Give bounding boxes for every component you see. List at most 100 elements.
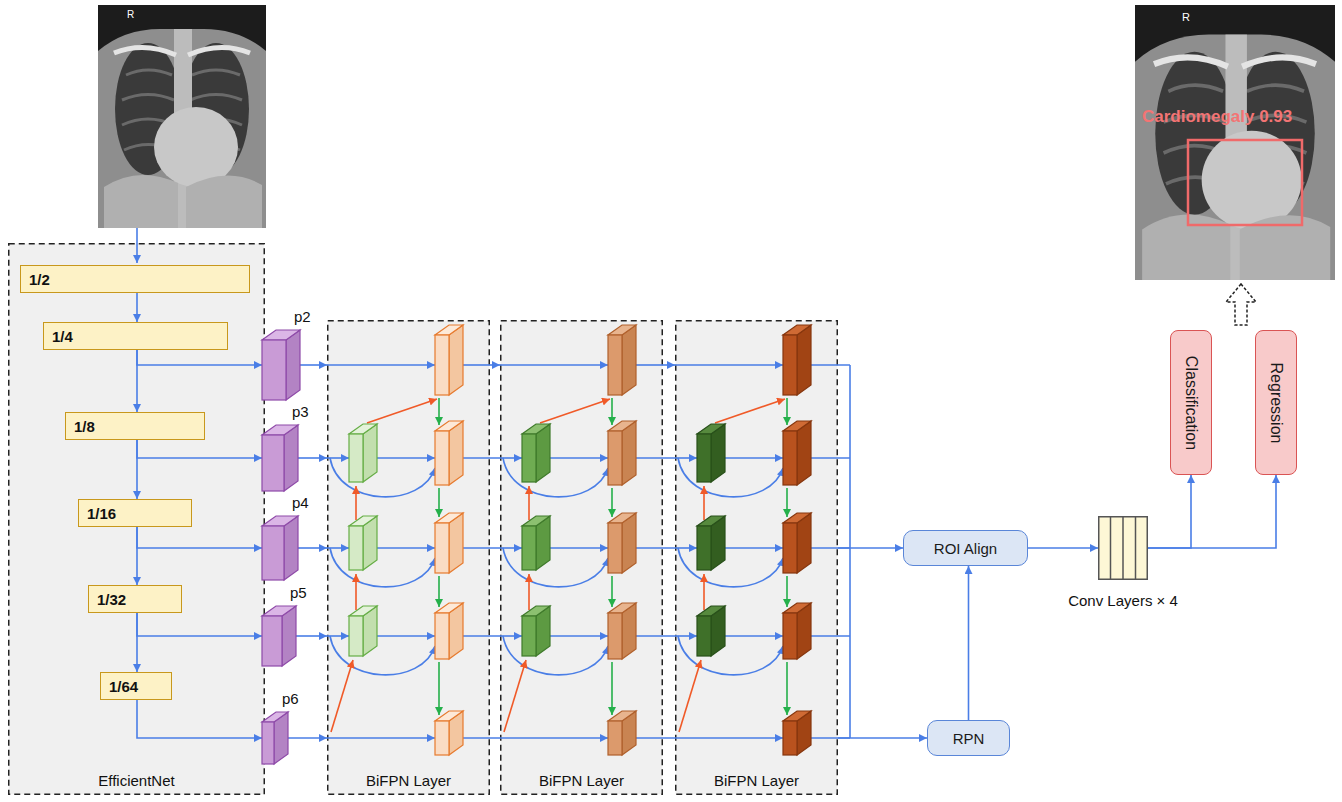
rpn-box: RPN [927, 720, 1010, 756]
group-label: BiFPN Layer [714, 772, 799, 789]
flow-line [611, 398, 613, 425]
flow-line [636, 737, 675, 739]
slab-front [783, 335, 797, 395]
feature-label: p5 [290, 584, 307, 601]
slab-front [262, 722, 274, 764]
flow-line [675, 364, 783, 366]
flow-line [703, 486, 705, 520]
slab-front [435, 335, 449, 395]
slab-top [783, 513, 811, 523]
group-frame [676, 321, 838, 795]
slab-front [608, 431, 622, 485]
slab-top [262, 712, 288, 722]
image-marker-wrap: R [1182, 11, 1190, 23]
group-label: EfficientNet [98, 772, 174, 789]
regression-head: Regression [1255, 330, 1297, 475]
slab-front [262, 340, 286, 400]
backbone-group: EfficientNet1/21/41/81/161/321/64 [8, 243, 265, 795]
arrow-connector [300, 364, 327, 366]
arrow-connector [137, 440, 262, 458]
flow-line [327, 364, 435, 366]
flow-line [355, 486, 357, 520]
detection-box [1188, 140, 1302, 225]
stack-divider [1122, 516, 1124, 580]
slab-front [608, 335, 622, 395]
slab-top [783, 711, 811, 721]
classification-head: Classification [1170, 330, 1212, 475]
flow-line [811, 635, 850, 637]
slab-side [286, 330, 300, 400]
slab-top [435, 513, 463, 523]
slab-front [608, 613, 622, 659]
slab-top [608, 711, 636, 721]
feature-label-wrap: p5 [290, 584, 307, 601]
flow-line [463, 737, 500, 739]
flow-line [377, 457, 435, 459]
group-frame [328, 321, 490, 795]
arrow-connector [298, 457, 327, 459]
slab-top [522, 516, 550, 526]
flow-line [550, 635, 608, 637]
feature-label-wrap: p2 [294, 308, 311, 325]
feature-map-slab [262, 330, 300, 400]
arrow-connector [1148, 475, 1191, 548]
slab-side [449, 421, 463, 485]
flow-line [849, 365, 851, 738]
slab-front [262, 526, 284, 580]
flow-line [500, 737, 608, 739]
slab-side [284, 516, 298, 580]
flow-line [786, 488, 788, 517]
flow-line [611, 576, 613, 607]
feature-label: p3 [292, 403, 309, 420]
arrow-connector [137, 613, 262, 636]
skip-connection [330, 548, 435, 587]
flow-line [675, 737, 783, 739]
skip-connection [330, 458, 435, 497]
feature-map-slab [262, 516, 298, 580]
feature-map: p4 [262, 516, 298, 580]
group-frame [9, 244, 265, 795]
slab-front [697, 616, 711, 656]
feature-map: p6 [262, 712, 288, 764]
slab-top [608, 325, 636, 335]
stage-box: 1/16 [78, 499, 192, 527]
flow-line [550, 547, 608, 549]
slab-top [435, 603, 463, 613]
feature-label-wrap: p6 [282, 690, 299, 707]
image-marker: R [127, 9, 134, 20]
arrow-connector [136, 293, 138, 322]
stage-box: 1/8 [65, 412, 205, 440]
bifpn-layer-group: BiFPN Layer [675, 320, 838, 795]
slab-front [522, 616, 536, 656]
group-label-wrap: EfficientNet [8, 772, 265, 789]
arrow-connector [490, 364, 500, 366]
slab-top [783, 603, 811, 613]
arrow-connector [968, 566, 970, 720]
flow-line [438, 398, 440, 425]
slab-front [783, 721, 797, 755]
slab-top [262, 330, 300, 340]
flow-line [636, 364, 663, 366]
flow-line [528, 486, 530, 520]
flow-line [331, 660, 353, 732]
flow-line [715, 399, 785, 423]
slab-front [262, 435, 284, 491]
slab-front [435, 721, 449, 755]
flow-line [500, 364, 608, 366]
feature-label: p6 [282, 690, 299, 707]
stage-box: 1/64 [100, 672, 172, 700]
flow-line [463, 364, 490, 366]
vertical-label-wrap: Classification [1182, 355, 1200, 449]
slab-front [349, 434, 363, 482]
flow-line [703, 574, 705, 610]
slab-front [783, 523, 797, 573]
output-xray [1135, 5, 1335, 280]
flow-line [786, 662, 788, 715]
flow-line [463, 635, 500, 637]
slab-side [449, 325, 463, 395]
flow-line [438, 576, 440, 607]
feature-map: p3 [262, 425, 298, 491]
flow-line [811, 457, 850, 459]
slab-front [783, 613, 797, 659]
flow-line [438, 662, 440, 715]
